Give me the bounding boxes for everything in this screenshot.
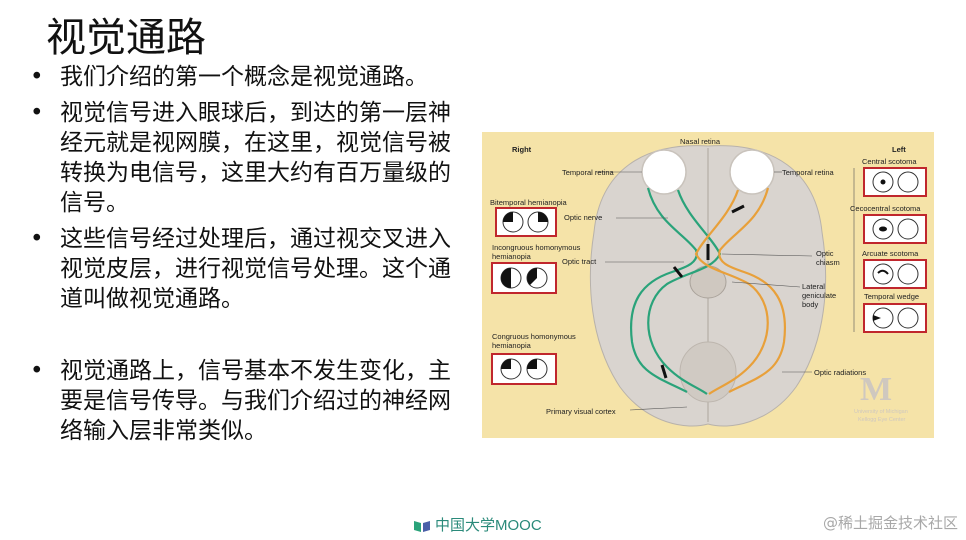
field-circle: [897, 171, 919, 193]
congruous-label: hemianopia: [492, 341, 532, 350]
lgb-label: geniculate: [802, 291, 836, 300]
field-defect: [527, 359, 537, 369]
mooc-logo-text: 中国大学MOOC: [435, 517, 542, 534]
bullet-dot: •: [30, 226, 44, 252]
leader-lines: [596, 171, 813, 411]
mooc-logo: 中国大学MOOC: [413, 514, 542, 535]
left-eye: [729, 149, 775, 195]
nasal-retina-label: Nasal retina: [680, 137, 721, 146]
field-circle: [872, 263, 894, 285]
bullet-dot: •: [30, 64, 44, 90]
orange-pathway-left: [718, 187, 787, 393]
lesion-marker: [672, 266, 684, 278]
bullet-dot: •: [30, 358, 44, 384]
bullet-list: • 我们介绍的第一个概念是视觉通路。 • 视觉信号进入眼球后，到达的第一层神经元就是…: [28, 62, 468, 452]
bullet-text: 我们介绍的第一个概念是视觉通路。: [60, 64, 428, 90]
field-defect: [527, 268, 537, 285]
optic-tract-label: Optic tract: [562, 257, 597, 266]
field-defect: [877, 269, 889, 275]
incongruous-label: Incongruous homonymous: [492, 243, 581, 252]
field-circle: [897, 218, 919, 240]
right-eye: [641, 149, 687, 195]
bullet-item: • 我们介绍的第一个概念是视觉通路。: [28, 62, 468, 92]
field-circle: [897, 307, 919, 329]
bullet-text: 视觉信号进入眼球后，到达的第一层神经元就是视网膜，在这里，视觉信号被转换为电信号…: [60, 100, 451, 216]
bullet-text: 视觉通路上，信号基本不发生变化，主要是信号传导。与我们介绍过的神经网络输入层非常…: [60, 358, 451, 444]
bullet-item: • 视觉通路上，信号基本不发生变化，主要是信号传导。与我们介绍过的神经网络输入层非…: [28, 356, 468, 446]
field-defect: [501, 359, 511, 369]
primary-visual-cortex-label: Primary visual cortex: [546, 407, 616, 416]
green-pathway-right: [629, 187, 698, 393]
field-defect: [880, 179, 886, 185]
arcuate-scotoma-label: Arcuate scotoma: [862, 249, 919, 258]
bullet-text: 这些信号经过处理后，通过视交叉进入视觉皮层，进行视觉信号处理。这个通道叫做视觉通…: [60, 226, 451, 312]
field-defect: [879, 226, 887, 232]
optic-chiasm-label: Optic: [816, 249, 834, 258]
congruous-label: Congruous homonymous: [492, 332, 576, 341]
visual-pathway-diagram: Right Left Nasal retina Temporal retina …: [482, 132, 934, 438]
green-pathway-crossing: [647, 189, 722, 395]
central-scotoma-label: Central scotoma: [862, 157, 917, 166]
optic-chiasm-label: chiasm: [816, 258, 840, 267]
temporal-retina-label: Temporal retina: [562, 168, 615, 177]
bullet-item: • 这些信号经过处理后，通过视交叉进入视觉皮层，进行视觉信号处理。这个通道叫做视觉…: [28, 224, 468, 314]
slide-title: 视觉通路: [46, 15, 206, 61]
logo-text: Kellogg Eye Center: [858, 417, 906, 423]
temporal-retina-label: Temporal retina: [782, 168, 835, 177]
logo-letter: M: [860, 371, 892, 408]
temporal-wedge-label: Temporal wedge: [864, 292, 919, 301]
lgb-label: Lateral: [802, 282, 825, 291]
optic-radiations-label: Optic radiations: [814, 368, 866, 377]
field-defect: [501, 268, 511, 288]
field-circle: [897, 263, 919, 285]
optic-nerve-label: Optic nerve: [564, 213, 602, 222]
occipital-region: [679, 341, 737, 403]
bullet-dot: •: [30, 100, 44, 126]
lesion-marker: [731, 204, 745, 214]
mooc-book-icon: [413, 518, 431, 532]
incongruous-label: hemianopia: [492, 252, 532, 261]
lgb-label: body: [802, 300, 819, 309]
orange-pathway-crossing: [694, 189, 769, 395]
left-side-label: Left: [892, 145, 906, 154]
cecocentral-scotoma-label: Cecocentral scotoma: [850, 204, 921, 213]
field-defect: [538, 212, 548, 222]
field-defect: [503, 212, 513, 222]
right-side-label: Right: [512, 145, 532, 154]
logo-text: University of Michigan: [854, 409, 908, 415]
university-logo: M University of Michigan Kellogg Eye Cen…: [854, 371, 908, 423]
bullet-item: • 视觉信号进入眼球后，到达的第一层神经元就是视网膜，在这里，视觉信号被转换为电信…: [28, 98, 468, 218]
lesion-marker: [660, 364, 668, 379]
field-defect: [873, 315, 881, 321]
bitemporal-label: Bitemporal hemianopia: [490, 198, 568, 207]
watermark: @稀土掘金技术社区: [822, 514, 958, 532]
